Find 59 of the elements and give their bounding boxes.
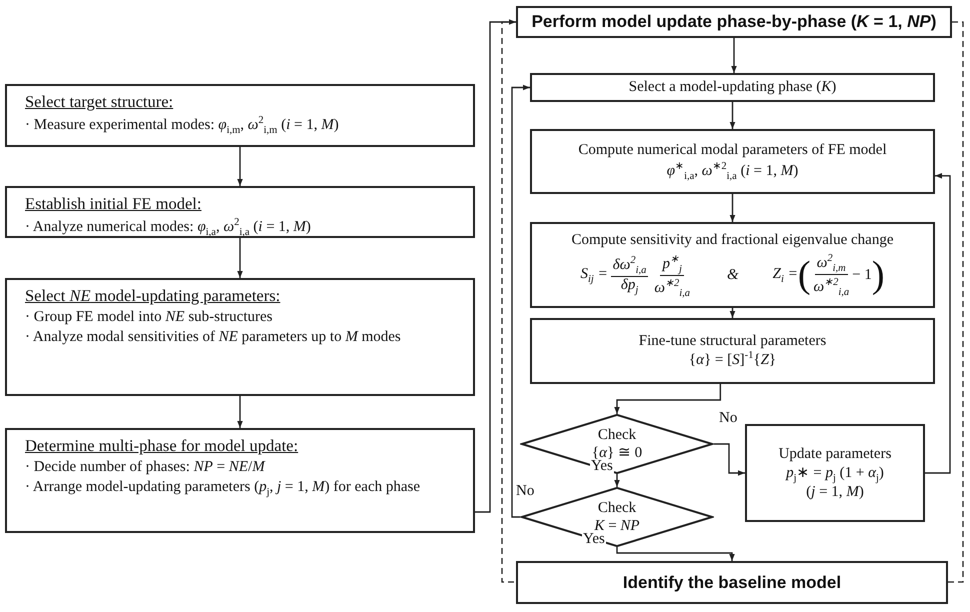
formula-text: φ$^{∗}$$_{i,a}$, ω$^{∗2}$$_{i,a}$ (i = 1, M) — [666, 160, 798, 182]
formula-term: S$_{ij}$ = — [580, 266, 608, 284]
bullet-text: · Group FE model into NE sub-structures — [25, 308, 274, 328]
step-heading: Determine multi-phase for model update: — [25, 435, 300, 456]
parenthesis: ( — [798, 256, 810, 294]
decision-text: Check — [598, 499, 636, 517]
step-heading: Select target structure: — [25, 91, 174, 112]
arrow — [614, 474, 620, 487]
condition-formula: K = NP — [594, 517, 640, 534]
arrow — [730, 308, 736, 318]
arrow — [237, 238, 243, 278]
step-text: Identify the baseline model — [622, 572, 842, 592]
arrow — [730, 194, 736, 222]
parenthesis: ) — [872, 256, 884, 294]
formula-text: {α} = [S]$^{-1}${Z} — [688, 350, 776, 369]
process-box — [530, 222, 935, 308]
step-text: Compute numerical modal parameters of FE model — [578, 142, 887, 158]
edge-label: Yes — [590, 458, 614, 474]
formula-term: δp$_{j}$ — [620, 276, 638, 296]
arrow — [925, 173, 951, 474]
step-heading: Establish initial FE model: — [25, 193, 202, 214]
process-box — [745, 424, 925, 522]
formula-text: p$_{j}$∗ = p$_{j}$ (1 + α$_{j}$) — [786, 464, 884, 484]
bullet-text: · Decide number of phases: NP = NE/M — [25, 458, 266, 478]
step-text: Compute sensitivity and fractional eigenvalue change — [572, 232, 894, 248]
formula-term: − 1 — [852, 266, 872, 284]
bullet-text: · Analyze numerical modes: φ$_{i,a}$, ω$^{2}$$_{i,a}$ (i = 1, M) — [25, 216, 312, 240]
step-text: Select a model-updating phase (K) — [628, 79, 836, 96]
process-box — [530, 73, 935, 102]
process-box — [530, 129, 935, 194]
process-box — [5, 186, 475, 238]
arrow — [731, 38, 737, 73]
arrow — [511, 84, 530, 518]
step-text: Fine-tune structural parameters — [638, 333, 826, 350]
formula-text: (j = 1, M) — [806, 484, 864, 500]
condition-formula: {α} ≅ 0 — [592, 444, 642, 461]
bullet-text: · Measure experimental modes: φ$_{i,m}$, ω$^{2}$$_{i,m}$ (i = 1, M) — [25, 114, 340, 138]
decision-text: Check — [598, 426, 636, 444]
bullet-text: · Arrange model-updating parameters (p$_{j}$, j = 1, M) for each phase — [25, 478, 422, 500]
arrow — [475, 19, 516, 513]
process-box — [5, 84, 475, 147]
arrow — [237, 396, 243, 428]
formula-term: & — [727, 266, 739, 284]
arrow — [616, 547, 735, 561]
arrow — [730, 102, 736, 129]
process-box — [516, 561, 948, 604]
bullet-text: · Analyze modal sensitivities of NE parameters up to M modes — [25, 328, 402, 347]
step-heading: Select NE model-updating parameters: — [25, 285, 282, 306]
step-text: Perform model update phase-by-phase (K = 1, NP) — [532, 12, 936, 32]
process-box — [516, 6, 952, 38]
arrow — [237, 147, 243, 186]
decision-diamond — [520, 414, 714, 474]
formula-term: Z$_{i}$ = — [772, 266, 798, 284]
process-box — [5, 428, 475, 533]
step-text: Update parameters — [778, 446, 892, 462]
process-box — [530, 318, 935, 384]
process-box — [5, 278, 475, 396]
arrow — [714, 443, 745, 476]
arrow — [614, 384, 722, 414]
